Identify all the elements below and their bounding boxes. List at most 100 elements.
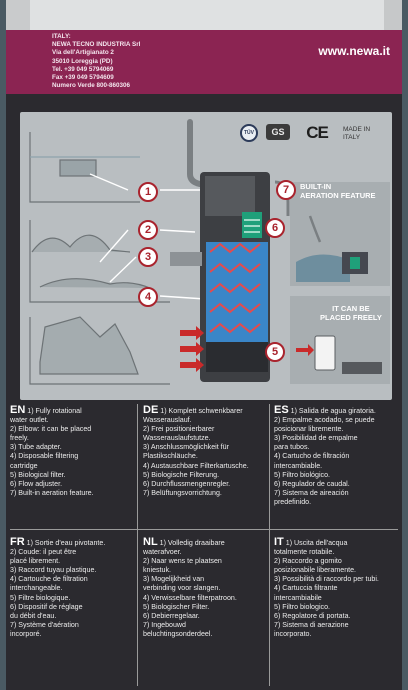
made-in-italy-label: MADE IN ITALY — [343, 126, 370, 142]
description-line: predefinido. — [274, 497, 312, 506]
language-code: NL — [143, 536, 158, 548]
feature-placed-line: PLACED FREELY — [320, 313, 382, 322]
description-line: placé librement. — [10, 557, 61, 566]
filter-body — [170, 172, 270, 382]
description-line: freely. — [10, 434, 29, 443]
description-line: Wasserauslaufstutze. — [143, 434, 211, 443]
description-line: 2) Coude: il peut être — [10, 548, 77, 557]
flap-fold-right — [384, 0, 402, 30]
description-line: 4) Cartucho de filtración — [274, 452, 350, 461]
description-line: IT 1) Uscita dell'acqua — [274, 536, 402, 548]
lang-block-fr: FR 1) Sortie d'eau pivotante.2) Coude: i… — [10, 536, 138, 639]
lang-block-es: ES 1) Salida de agua giratoria.2) Empalm… — [274, 404, 402, 507]
description-line: water outlet. — [10, 416, 49, 425]
company-line: Numero Verde 800-860306 — [52, 82, 131, 90]
description-line: 4) Cartuccia filtrante — [274, 584, 338, 593]
filter-diagram — [29, 119, 390, 385]
description-text: 1) Komplett schwenkbarer — [158, 407, 243, 415]
description-line: 7) Belüftungsvorrichtung. — [143, 488, 222, 497]
description-line: 5) Biologischer Filter. — [143, 602, 210, 611]
header-band — [6, 30, 402, 94]
description-line: intercambiabile — [274, 593, 322, 602]
description-line: 6) Regulador de caudal. — [274, 479, 350, 488]
description-line: 3) Possibilità di raccordo per tubi. — [274, 575, 379, 584]
language-code: FR — [10, 536, 25, 548]
description-line: incorporé. — [10, 629, 42, 638]
description-line: EN 1) Fully rotational — [10, 404, 138, 416]
callout-3: 3 — [138, 247, 158, 267]
description-line: Wasserauslauf. — [143, 416, 192, 425]
company-line: ITALY: — [52, 33, 71, 40]
callout-5: 5 — [265, 342, 285, 362]
box-top-flap — [6, 0, 402, 30]
feature-placed-line: IT CAN BE — [332, 304, 370, 313]
description-line: 2) Elbow: it can be placed — [10, 425, 92, 434]
gs-certification-mark: GS — [266, 124, 290, 140]
flap-fold-left — [6, 0, 30, 30]
callout-1: 1 — [138, 182, 158, 202]
description-line: beluchtingsonderdeel. — [143, 629, 213, 638]
description-line: 2) Empalme acodado, se puede — [274, 416, 375, 425]
description-line: 4) Disposable filtering — [10, 452, 79, 461]
description-text: 1) Uscita dell'acqua — [283, 539, 348, 547]
feature-placed-label: IT CAN BE PLACED FREELY — [320, 304, 382, 322]
company-line: Tel. +39 049 5794069 — [52, 65, 114, 73]
description-line: kniestuk. — [143, 566, 171, 575]
description-line: posizionabile liberamente. — [274, 566, 357, 575]
product-box-back: ITALY: NEWA TECNO INDUSTRIA Srl Via dell… — [6, 0, 402, 690]
website-url: www.newa.it — [318, 44, 390, 58]
description-line: du débit d'eau. — [10, 611, 57, 620]
description-line: 3) Anschlussmöglichkeit für — [143, 443, 229, 452]
feature-aeration-label: BUILT-IN AERATION FEATURE — [300, 182, 376, 200]
description-line: 6) Dispositif de réglage — [10, 602, 83, 611]
description-line: 3) Raccord tuyau plastique. — [10, 566, 97, 575]
feature-aeration-line: BUILT-IN — [300, 182, 332, 191]
aquarium-illustrations — [29, 132, 170, 385]
description-line: cartridge — [10, 461, 38, 470]
language-code: EN — [10, 404, 26, 416]
description-line: ES 1) Salida de agua giratoria. — [274, 404, 402, 416]
made-in-line: ITALY — [343, 134, 361, 141]
description-text: 1) Volledig draaibare — [157, 539, 225, 547]
description-line: 3) Tube adapter. — [10, 443, 62, 452]
company-line: 35010 Loreggia (PD) — [52, 57, 113, 65]
made-in-line: MADE IN — [343, 126, 371, 133]
description-line: FR 1) Sortie d'eau pivotante. — [10, 536, 138, 548]
column-divider — [137, 404, 138, 686]
description-line: interchangeable. — [10, 584, 63, 593]
description-line: para tubos. — [274, 443, 310, 452]
description-line: 3) Posibilidad de empalme — [274, 434, 358, 443]
description-line: 7) Ingebouwd — [143, 620, 186, 629]
description-line: incorporato. — [274, 629, 312, 638]
description-line: 4) Verwisselbare filterpatroon. — [143, 593, 237, 602]
description-line: 5) Filtre biologique. — [10, 593, 71, 602]
description-line: 7) Sistema di aerazione — [274, 620, 349, 629]
description-line: waterafvoer. — [143, 548, 182, 557]
description-line: 7) Système d'aération — [10, 620, 79, 629]
description-line: 5) Filtro biológico. — [274, 470, 330, 479]
language-code: ES — [274, 404, 289, 416]
language-code: IT — [274, 536, 284, 548]
company-address: ITALY: NEWA TECNO INDUSTRIA Srl Via dell… — [52, 33, 140, 90]
description-text: 1) Fully rotational — [25, 407, 82, 415]
description-line: 6) Regolatore di portata. — [274, 611, 351, 620]
description-line: NL 1) Volledig draaibare — [143, 536, 271, 548]
product-diagram-panel: 1 2 3 4 5 6 7 BUILT-IN AERATION FEATURE … — [20, 112, 392, 400]
inflow-arrows — [180, 326, 204, 372]
description-line: 4) Cartouche de filtration — [10, 575, 88, 584]
description-line: 2) Raccordo a gomito — [274, 557, 342, 566]
description-line: 6) Flow adjuster. — [10, 479, 63, 488]
description-line: 4) Austauschbare Filterkartusche. — [143, 461, 249, 470]
company-line: Via dell'Artigianato 2 — [52, 49, 114, 57]
description-line: Plastikschläuche. — [143, 452, 198, 461]
tuv-certification-mark: TÜV — [240, 124, 258, 142]
description-line: 6) Durchflussmengenregler. — [143, 479, 231, 488]
description-line: 5) Filtro biologico. — [274, 602, 330, 611]
row-divider — [10, 529, 398, 530]
ce-mark: CE — [306, 123, 329, 142]
description-line: 7) Built-in aeration feature. — [10, 488, 94, 497]
